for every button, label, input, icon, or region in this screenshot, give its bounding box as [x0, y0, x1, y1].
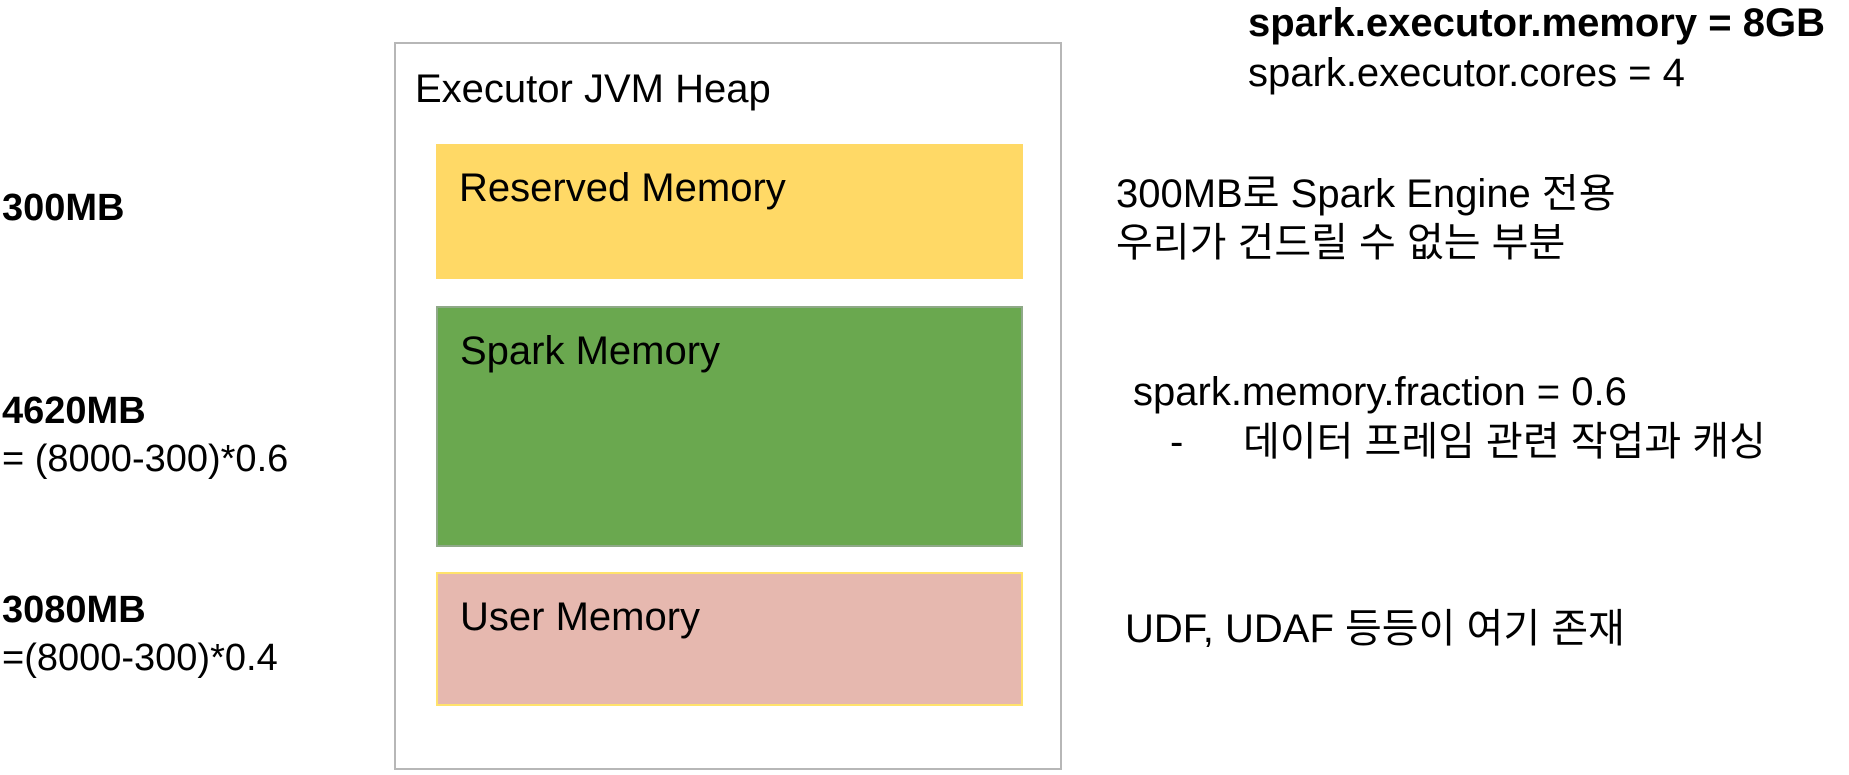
user-memory-size: 3080MB: [2, 589, 146, 631]
reserved-memory-description-line1: 300MB로 Spark Engine 전용: [1116, 172, 1616, 216]
spark-memory-formula: = (8000-300)*0.6: [2, 438, 289, 480]
executor-memory-config: spark.executor.memory = 8GB: [1248, 1, 1825, 45]
spark-memory-label: Spark Memory: [460, 329, 721, 373]
executor-cores-config: spark.executor.cores = 4: [1248, 51, 1685, 95]
spark-memory-size: 4620MB: [2, 390, 146, 432]
user-memory-description: UDF, UDAF 등등이 여기 존재: [1125, 607, 1625, 651]
user-memory-region: User Memory: [436, 572, 1023, 706]
spark-memory-region: Spark Memory: [436, 306, 1023, 547]
heap-title: Executor JVM Heap: [415, 67, 771, 111]
reserved-memory-size: 300MB: [2, 187, 125, 229]
spark-memory-description: 데이터 프레임 관련 작업과 캐싱: [1243, 420, 1766, 464]
user-memory-formula: =(8000-300)*0.4: [2, 637, 278, 679]
reserved-memory-region: Reserved Memory: [436, 144, 1023, 279]
user-memory-label: User Memory: [460, 595, 701, 639]
reserved-memory-label: Reserved Memory: [459, 166, 786, 210]
reserved-memory-description-line2: 우리가 건드릴 수 없는 부분: [1116, 221, 1566, 265]
spark-memory-fraction-config: spark.memory.fraction = 0.6: [1133, 370, 1627, 414]
spark-memory-bullet: -: [1170, 420, 1184, 464]
